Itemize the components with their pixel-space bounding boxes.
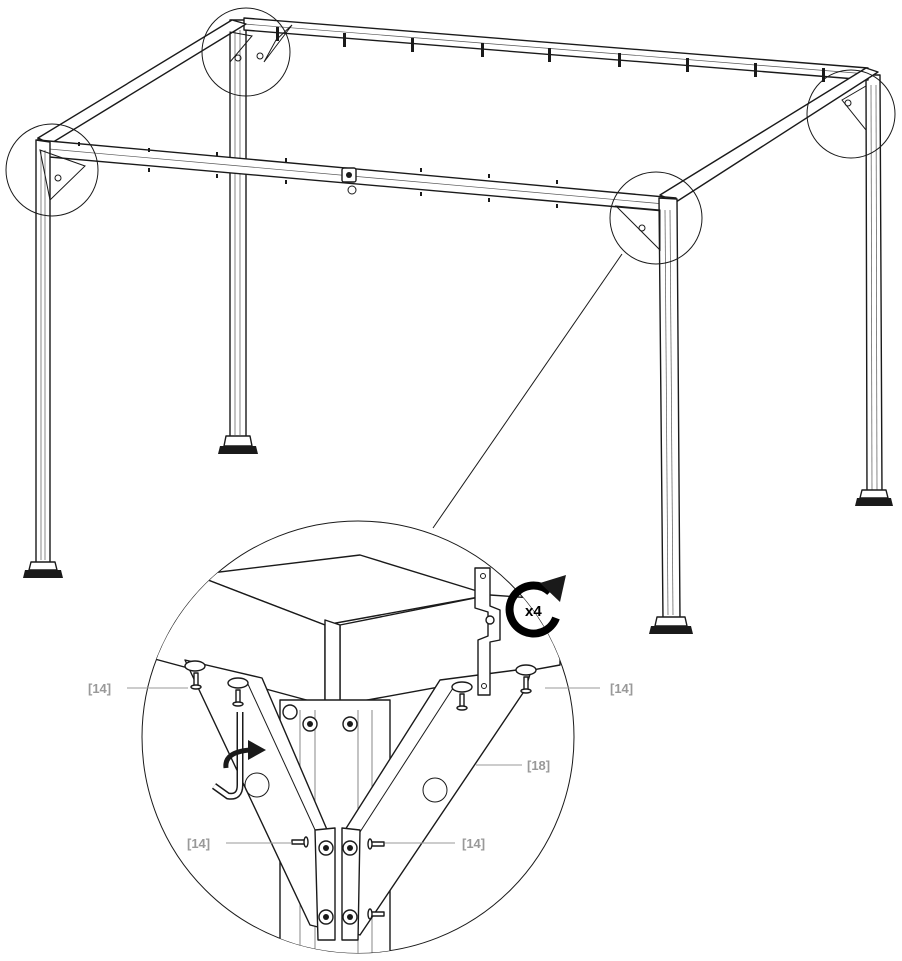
canopy-clips-front: [78, 142, 558, 208]
corner-highlight-circles: [5, 7, 896, 265]
repeat-count-label: x4: [525, 603, 542, 620]
gazebo-frame: [5, 7, 896, 634]
clockwise-rotate-arrow-icon: [505, 575, 566, 638]
corner-highlight-front-right: [609, 171, 703, 265]
callout-top-left: [14]: [88, 681, 111, 696]
leg-front-left: [23, 139, 86, 578]
corner-highlight-front-left: [5, 123, 99, 217]
leg-back-left: [218, 19, 258, 454]
callout-bottom-right: [14]: [462, 836, 485, 851]
bolt-lower-right: [367, 908, 385, 920]
canopy-clips-back: [276, 27, 825, 82]
beam-front: [37, 139, 677, 213]
bolt-side-left: [291, 836, 309, 848]
corner-detail-view: x4: [127, 520, 600, 954]
callout-bracket: [18]: [527, 758, 550, 773]
leg-back-right: [855, 74, 893, 506]
detail-connector-line: [432, 253, 623, 529]
beam-right: [659, 67, 879, 203]
bolt-top-left-2: [232, 689, 244, 707]
bolt-top-right: [456, 693, 468, 711]
beam-left: [37, 19, 247, 151]
corner-highlight-back-right: [806, 69, 896, 159]
tighten-direction-arrow-icon: [223, 740, 266, 769]
bolt-side-right: [367, 838, 385, 850]
hanger-strap: [474, 567, 501, 696]
bolt-top-right-2: [520, 676, 532, 694]
center-hook-icon: [341, 167, 357, 195]
corner-highlight-back-left: [201, 7, 291, 97]
beam-back: [243, 17, 869, 81]
leg-front-right: [614, 197, 693, 634]
bolt-top-left: [190, 672, 202, 690]
allen-key-icon: [211, 712, 244, 800]
callout-top-right: [14]: [610, 681, 633, 696]
callout-bottom-left: [14]: [187, 836, 210, 851]
